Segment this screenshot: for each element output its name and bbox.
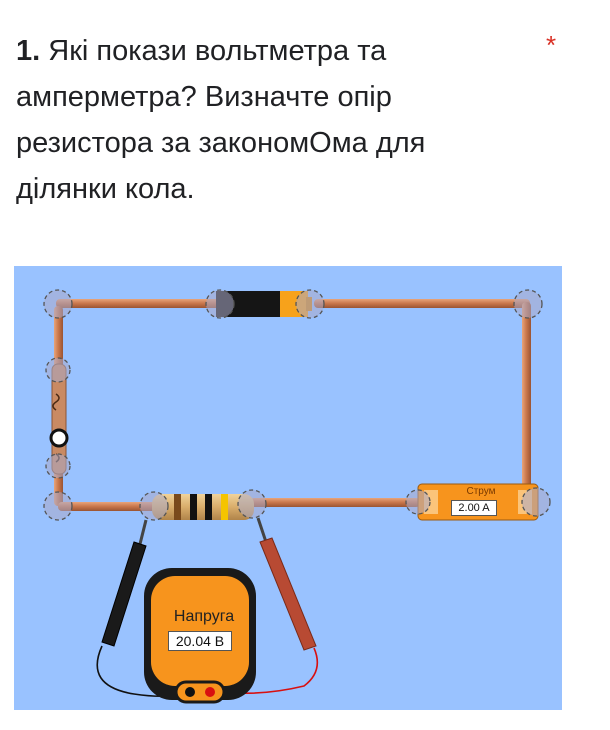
voltmeter-label: Напруга xyxy=(173,608,235,625)
switch[interactable] xyxy=(49,363,69,475)
wire-bottom-left xyxy=(58,502,158,511)
junction-switch-bottom[interactable] xyxy=(45,453,71,479)
wire-right xyxy=(522,302,531,498)
junction-ammeter-right[interactable] xyxy=(521,487,551,517)
resistor[interactable] xyxy=(152,494,254,520)
question-body: Які покази вольтметра та амперметра? Виз… xyxy=(16,35,426,205)
junction-battery-right[interactable] xyxy=(295,289,325,319)
wire-top-right xyxy=(314,299,530,308)
junctions xyxy=(43,289,551,521)
question-text: 1. Які покази вольтметра та амперметра? … xyxy=(16,28,516,212)
circuit-simulation-image: Струм 2.00 A Напруга 20.04 B xyxy=(14,266,562,710)
junction-ammeter-left[interactable] xyxy=(405,489,431,515)
junction-switch-top[interactable] xyxy=(45,357,71,383)
junction-top-right[interactable] xyxy=(513,289,543,319)
ammeter-reading: 2.00 A xyxy=(451,500,497,516)
ammeter-label: Струм xyxy=(466,486,496,497)
junction-resistor-right[interactable] xyxy=(237,489,267,519)
voltmeter-reading: 20.04 B xyxy=(168,631,232,651)
junction-battery-left[interactable] xyxy=(205,289,235,319)
wires xyxy=(54,299,531,511)
black-probe[interactable] xyxy=(101,519,148,647)
wire-bottom-middle xyxy=(250,498,420,507)
required-asterisk: * xyxy=(546,30,557,60)
junction-bottom-left[interactable] xyxy=(43,491,73,521)
circuit-diagram xyxy=(43,289,551,704)
question-number: 1. xyxy=(16,35,41,67)
wire-top-left xyxy=(56,299,228,308)
junction-top-left[interactable] xyxy=(43,289,73,319)
red-probe[interactable] xyxy=(256,517,317,651)
junction-resistor-left[interactable] xyxy=(139,491,169,521)
